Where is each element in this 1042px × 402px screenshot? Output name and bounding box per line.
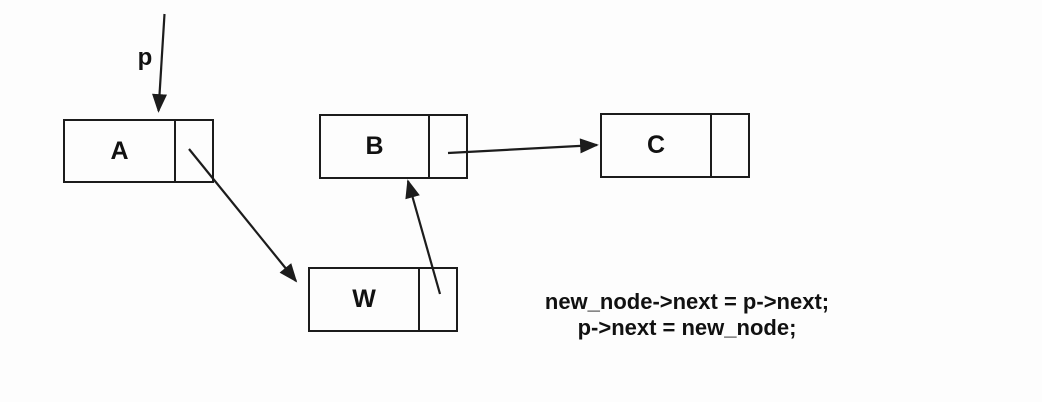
node-w-new-node: W <box>308 267 458 332</box>
node-b: B <box>319 114 468 179</box>
arrow-p-to-node-a <box>152 13 168 113</box>
node-b-next-field <box>428 116 466 177</box>
node-w-label: W <box>352 285 376 313</box>
node-c: C <box>600 113 750 178</box>
code-line-2: p->next = new_node; <box>577 315 797 340</box>
node-b-data-field: B <box>321 116 428 177</box>
node-a-next-field <box>174 121 212 181</box>
node-a-label: A <box>110 136 129 165</box>
node-a-data-field: A <box>65 121 174 181</box>
code-snippet: new_node->next = p->next; p->next = new_… <box>507 289 867 341</box>
node-w-next-field <box>418 269 456 330</box>
code-line-1: new_node->next = p->next; <box>544 289 830 314</box>
node-c-next-field <box>710 115 748 176</box>
node-c-data-field: C <box>602 115 710 176</box>
node-c-label: C <box>646 131 666 159</box>
node-a: A <box>63 119 214 183</box>
arrow-b-next-to-node-c <box>447 138 599 155</box>
pointer-p-label: p <box>137 44 153 71</box>
node-w-data-field: W <box>310 269 418 330</box>
node-b-label: B <box>365 132 384 160</box>
